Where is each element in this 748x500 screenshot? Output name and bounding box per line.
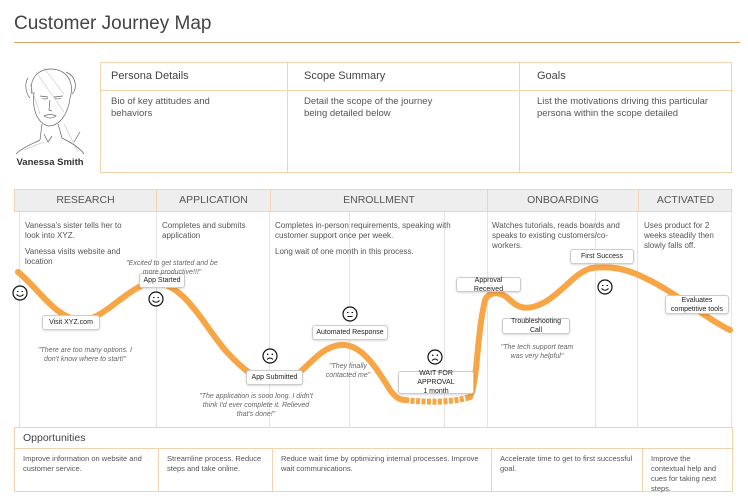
touchpoint-app-started[interactable]: App Started	[139, 273, 185, 288]
grid-line	[269, 212, 270, 427]
description-line: Completes and submits application	[162, 221, 246, 240]
grid-line	[156, 212, 157, 427]
persona-details-column: Persona Details Bio of key attitudes and…	[101, 63, 287, 172]
sad-face-icon	[427, 349, 443, 365]
opportunity-item: Improve information on website and custo…	[23, 454, 142, 473]
activated-description: Uses product for 2 weeks steadily then s…	[644, 221, 714, 257]
onboarding-description: Watches tutorials, reads boards and spea…	[492, 221, 637, 257]
phase-application: APPLICATION	[156, 190, 270, 211]
phase-activated: ACTIVATED	[638, 190, 732, 211]
opportunity-item: Streamline process. Reduce steps and tak…	[158, 449, 272, 492]
customer-quote: "Excited to get started and be more prod…	[126, 260, 218, 276]
grid-line	[487, 212, 488, 427]
phase-research: RESEARCH	[56, 194, 115, 206]
phase-header: RESEARCH APPLICATION ENROLLMENT ONBOARDI…	[14, 189, 732, 212]
neutral-face-icon	[342, 306, 358, 322]
column-body: Bio of key attitudes and behaviors	[111, 96, 210, 119]
opportunity-item: Reduce wait time by optimizing internal …	[272, 449, 491, 492]
persona-portrait	[15, 67, 85, 155]
grid-line	[637, 212, 638, 427]
touchpoint-label: WAIT FOR APPROVAL	[417, 370, 455, 386]
touchpoint-automated-response[interactable]: Automated Response	[312, 325, 388, 340]
touchpoint-app-submitted[interactable]: App Submitted	[246, 370, 303, 385]
opportunities-heading: Opportunities	[15, 428, 732, 449]
column-heading: Persona Details	[101, 63, 287, 91]
column-body: Detail the scope of the journey being de…	[304, 96, 433, 119]
grid-line	[19, 212, 20, 427]
grid-line	[595, 212, 596, 427]
persona-summary-table: Persona Details Bio of key attitudes and…	[100, 62, 733, 173]
persona-name: Vanessa Smith	[16, 157, 84, 168]
description-line: Vanessa visits website and location	[25, 247, 121, 266]
grid-line	[444, 212, 445, 427]
touchpoint-evaluates-competitive-tools[interactable]: Evaluates competitive tools	[665, 295, 729, 314]
title-divider	[14, 42, 740, 43]
scope-summary-column: Scope Summary Detail the scope of the jo…	[287, 63, 519, 172]
opportunity-item: Improve the contextual help and cues for…	[642, 449, 732, 493]
customer-quote: "The application is sooo long. I didn't …	[199, 393, 313, 418]
goals-column: Goals List the motivations driving this …	[519, 63, 733, 172]
description-line: Uses product for 2 weeks steadily then s…	[644, 221, 714, 250]
page-title: Customer Journey Map	[14, 13, 212, 34]
touchpoint-sublabel: 1 month	[423, 388, 449, 395]
description-line: Completes in-person requirements, speaki…	[275, 221, 451, 240]
enrollment-description: Completes in-person requirements, speaki…	[275, 221, 470, 263]
touchpoint-visit-website[interactable]: Visit XYZ.com	[42, 315, 100, 330]
touchpoint-wait-for-approval[interactable]: WAIT FOR APPROVAL 1 month	[398, 370, 474, 395]
grid-line	[731, 212, 732, 427]
column-heading: Goals	[520, 63, 733, 91]
application-description: Completes and submits application	[162, 221, 257, 247]
description-line: Watches tutorials, reads boards and spea…	[492, 221, 620, 250]
touchpoint-approval-received[interactable]: Approval Received	[456, 277, 521, 293]
phase-onboarding: ONBOARDING	[487, 190, 638, 211]
touchpoint-troubleshooting-call[interactable]: Troubleshooting Call	[502, 318, 570, 334]
sad-face-icon	[262, 348, 278, 364]
happy-face-icon	[148, 291, 164, 307]
research-description: Vanessa's sister tells her to look into …	[25, 221, 130, 273]
customer-quote: "The tech support team was very helpful"	[500, 344, 574, 360]
customer-quote: "There are too many options. I don't kno…	[38, 347, 132, 363]
description-line: Long wait of one month in this process.	[275, 247, 414, 256]
customer-quote: "They finally contacted me"	[325, 363, 371, 379]
column-heading: Scope Summary	[288, 63, 519, 91]
description-line: Vanessa's sister tells her to look into …	[25, 221, 122, 240]
opportunities-panel: Opportunities Improve information on web…	[14, 427, 733, 493]
emotion-curve-wait	[404, 394, 471, 405]
happy-face-icon	[12, 285, 28, 301]
emotion-curve-line	[467, 264, 733, 400]
column-body: List the motivations driving this partic…	[537, 96, 709, 119]
phase-enrollment: ENROLLMENT	[270, 190, 487, 211]
touchpoint-first-success[interactable]: First Success	[570, 249, 634, 264]
happy-face-icon	[597, 279, 613, 295]
opportunity-item: Accelerate time to get to first successf…	[491, 449, 642, 492]
